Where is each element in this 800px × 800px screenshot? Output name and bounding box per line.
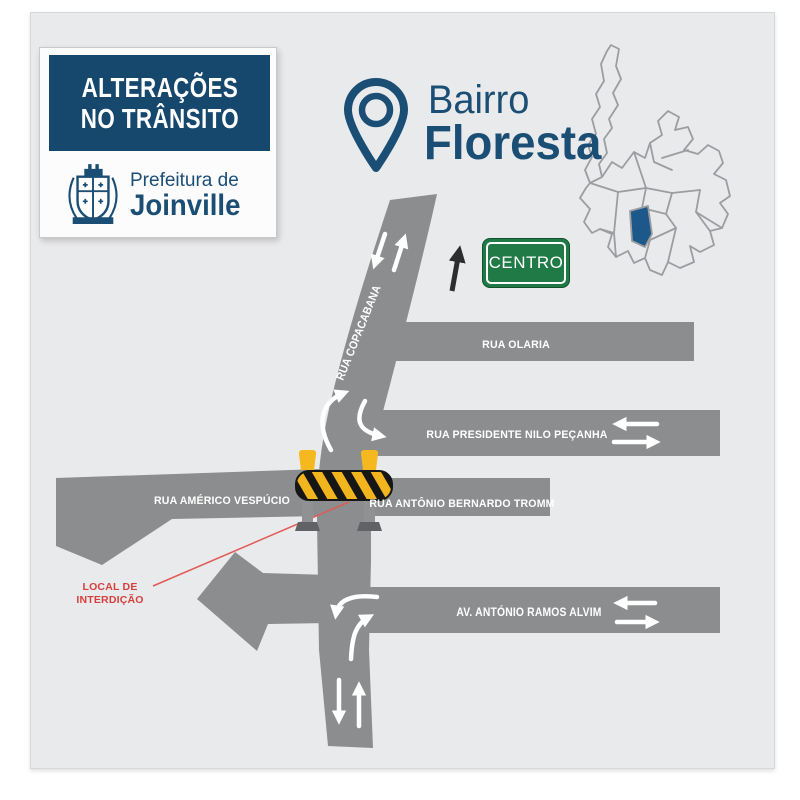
centro-up-arrow-icon <box>448 245 466 292</box>
info-box: ALTERAÇÕES NO TRÂNSITO Prefeitura de Joi… <box>39 47 277 238</box>
copacabana-down-arrow-icon <box>370 231 388 270</box>
joinville-coat-of-arms-icon <box>68 164 118 225</box>
header-line2: NO TRÂNSITO <box>80 103 239 134</box>
road-label-olaria: RUA OLARIA <box>482 339 550 351</box>
copacabana-up-arrow-icon <box>391 233 409 273</box>
road-side-branch <box>197 552 330 651</box>
mini-map-highlight-floresta <box>629 205 653 248</box>
road-label-ramos-alvim: AV. ANTÓNIO RAMOS ALVIM <box>456 605 601 619</box>
road-olaria <box>376 322 694 361</box>
org-name-line2: Joinville <box>130 188 241 222</box>
barrier-lamp-icon <box>298 450 317 470</box>
header-line1: ALTERAÇÕES <box>81 71 238 103</box>
barrier-leg <box>302 498 313 524</box>
info-box-header: ALTERAÇÕES NO TRÂNSITO <box>49 55 270 151</box>
barrier-leg <box>364 498 375 524</box>
road-copacabana <box>317 194 437 748</box>
interdiction-label-line2: INTERDIÇÃO <box>76 593 143 606</box>
road-bernardo-tromm <box>355 478 550 516</box>
junction-right-turn-arrow-icon <box>357 398 387 442</box>
barrier <box>295 450 393 531</box>
av-up-right-turn-arrow-icon <box>348 614 375 662</box>
interdiction-leader-line <box>152 501 350 587</box>
location-pin-icon <box>336 70 416 174</box>
interdiction-label-line1: LOCAL DE <box>82 581 137 593</box>
org-name-line1: Prefeitura de <box>130 170 239 192</box>
mini-map-outline <box>579 110 731 276</box>
page-title: Bairro Floresta <box>424 80 611 168</box>
centro-road-sign: CENTRO <box>482 238 570 288</box>
junction-up-turn-arrow-icon <box>320 389 350 453</box>
prefeitura-branding: Prefeitura de Joinville <box>64 158 264 234</box>
barrier-foot <box>357 522 382 531</box>
road-label-americo-vespucio: RUA AMÉRICO VESPÚCIO <box>154 494 290 508</box>
barrier-lamp-icon <box>360 450 379 470</box>
title-floresta: Floresta <box>424 117 602 170</box>
centro-sign-label: CENTRO <box>486 242 566 284</box>
barrier-foot <box>295 522 320 531</box>
road-label-nilo-pecanha: RUA PRESIDENTE NILO PEÇANHA <box>426 429 607 441</box>
joinville-neighborhoods-map <box>579 44 731 276</box>
road-americo-vespucio <box>56 469 320 565</box>
barrier-striped-bar <box>295 470 393 501</box>
av-left-down-turn-arrow-icon <box>330 594 380 620</box>
interdiction-annotation: LOCAL DE INTERDIÇÃO <box>76 581 143 606</box>
road-label-bernardo-tromm: RUA ANTÔNIO BERNARDO TROMM <box>369 497 554 511</box>
title-bairro: Bairro <box>428 78 530 122</box>
road-nilo-pecanha <box>355 410 720 456</box>
